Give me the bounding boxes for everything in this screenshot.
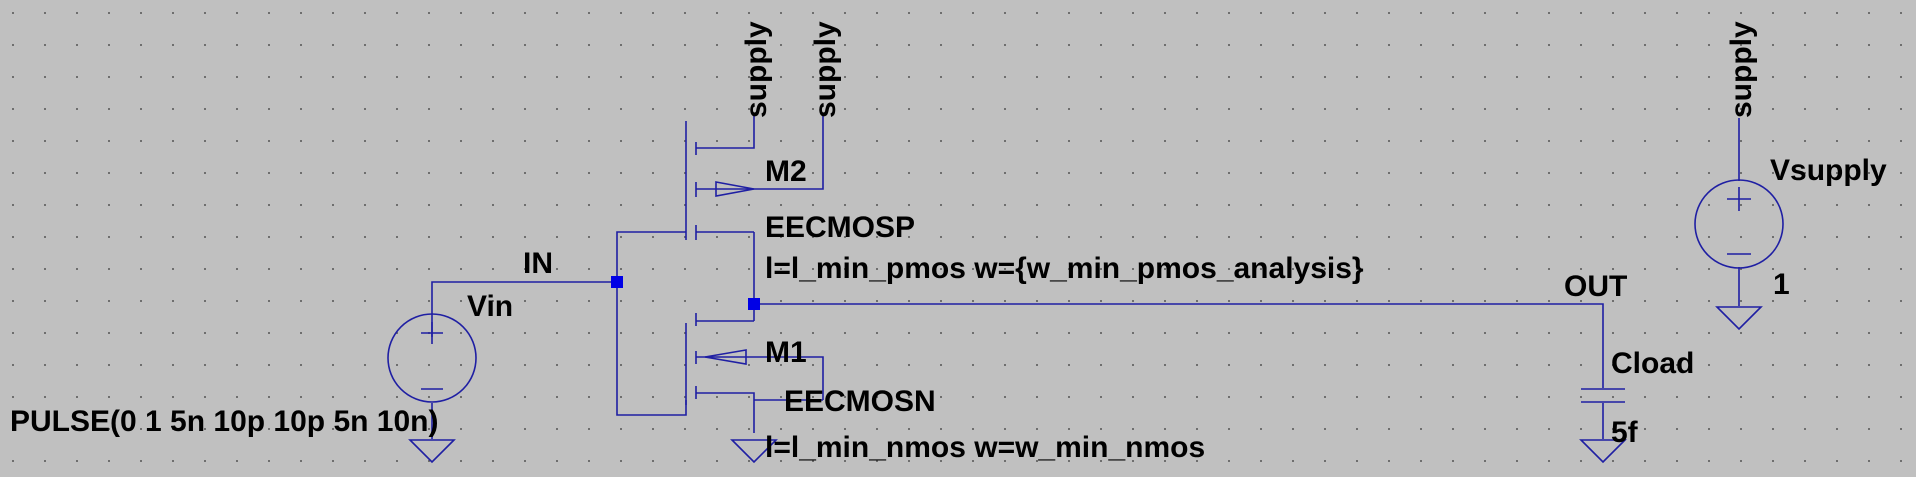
vsupply-name: Vsupply [1770,154,1887,187]
net-label-supply-m2-bulk: supply [809,21,842,118]
nmos-m1[interactable] [685,313,824,433]
voltage-source-vin[interactable] [387,313,477,403]
m1-name: M1 [765,336,807,369]
cload-name: Cload [1611,347,1694,380]
net-label-out: OUT [1564,270,1627,303]
ground-icon-vsupply [1715,306,1763,331]
junction-in [611,276,623,288]
net-label-supply-vsupply: supply [1725,21,1758,118]
m2-name: M2 [765,155,807,188]
m1-model: EECMOSN [784,385,936,418]
net-label-in: IN [523,247,553,280]
wires [431,116,1740,439]
pmos-m2[interactable] [685,118,824,240]
cload-value: 5f [1611,416,1639,449]
m2-model: EECMOSP [765,211,915,244]
junction-out [748,298,760,310]
vin-value: PULSE(0 1 5n 10p 10p 5n 10n) [10,405,438,438]
vsupply-value: 1 [1773,268,1790,301]
ground-icon-cload [1579,439,1627,464]
m1-params: l=l_min_nmos w=w_min_nmos [765,431,1205,464]
capacitor-cload[interactable] [1581,388,1625,403]
vin-name: Vin [467,290,513,323]
voltage-source-vsupply[interactable] [1694,179,1784,269]
ground-icon-vin [408,439,456,464]
m2-params: l=l_min_pmos w={w_min_pmos_analysis} [765,252,1364,285]
ground-icon-m1 [730,439,778,464]
net-label-supply-m2-source: supply [740,21,773,118]
